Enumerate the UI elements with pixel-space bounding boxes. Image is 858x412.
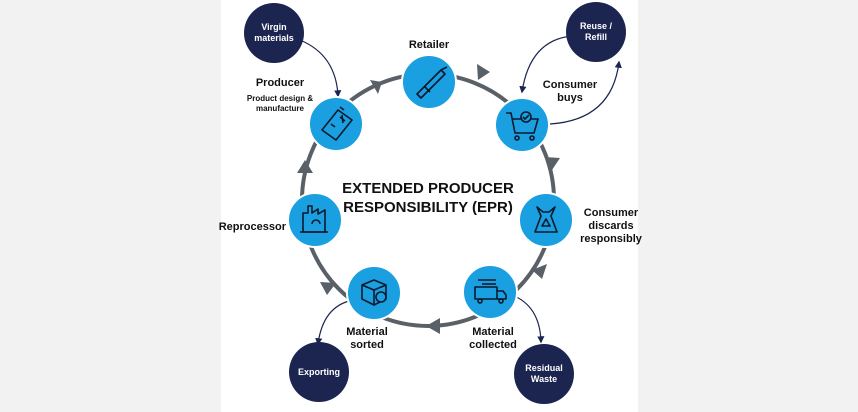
consumer-discards-line-2: discards (588, 220, 634, 232)
virgin-materials-node (244, 3, 304, 63)
label-reprocessor: Reprocessor (218, 221, 286, 233)
title-line-1: EXTENDED PRODUCER (342, 180, 514, 197)
label-producer: Producer Product design & manufacture (238, 77, 322, 114)
recycle-bag-icon (534, 206, 558, 233)
label-consumer-discards: Consumer discards responsibly (576, 207, 646, 246)
arrowhead-7 (370, 80, 382, 94)
arrowhead-2 (545, 157, 560, 170)
reuse-to-cart-arrow (519, 35, 573, 94)
virgin-to-producer-arrow (299, 39, 342, 98)
virgin-line-2: materials (254, 33, 294, 43)
reuse-line-1: Reuse / (579, 21, 612, 31)
label-retailer: Retailer (408, 39, 450, 51)
consumer-discards-line-3: responsibly (580, 233, 642, 245)
bottle-icon (416, 66, 448, 99)
label-consumer-buys: Consumer buys (540, 79, 600, 105)
diagram-title: EXTENDED PRODUCER RESPONSIBILITY (EPR) (333, 179, 523, 217)
producer-node (308, 96, 364, 152)
battery-icon (321, 106, 353, 141)
arrowhead-3 (532, 264, 547, 279)
arrowhead-6 (297, 160, 313, 173)
reuse-line-2: Refill (584, 32, 607, 42)
material-sorted-line-1: Material (346, 326, 388, 338)
consumer-buys-line-2: buys (557, 92, 583, 104)
title-line-2: RESPONSIBILITY (EPR) (343, 199, 513, 216)
producer-sub-line-2: manufacture (255, 104, 304, 113)
cycle-arrowheads (297, 64, 560, 334)
arrowhead-5 (320, 282, 336, 295)
reuse-refill-node (566, 2, 626, 62)
factory-icon (300, 205, 328, 233)
consumer-buys-line-1: Consumer (542, 79, 598, 91)
label-material-collected: Material collected (463, 326, 523, 352)
exporting-label: Exporting (298, 367, 340, 377)
arrowhead-1 (477, 64, 490, 80)
material-sorted-line-2: sorted (350, 339, 384, 351)
producer-line: Producer (255, 77, 305, 89)
exporting-node (289, 342, 349, 402)
material-collected-line-2: collected (469, 339, 517, 351)
cart-icon (506, 111, 539, 141)
box-recycle-icon (361, 279, 387, 306)
truck-icon (474, 279, 507, 304)
virgin-materials-label: Virgin materials (244, 22, 304, 44)
residual-waste-node (514, 344, 574, 404)
arrowhead-4 (426, 318, 440, 334)
reuse-refill-label: Reuse / Refill (566, 21, 626, 43)
residual-waste-label: Residual Waste (514, 363, 574, 385)
cart-to-reuse-arrow (549, 60, 622, 125)
residual-line-2: Waste (530, 374, 558, 384)
consumer-discards-line-1: Consumer (583, 207, 639, 219)
virgin-line-1: Virgin (261, 22, 287, 32)
material-collected-line-1: Material (472, 326, 514, 338)
residual-line-1: Residual (525, 363, 563, 373)
material-collected-node (462, 264, 518, 320)
consumer-buys-node (494, 97, 550, 153)
label-material-sorted: Material sorted (337, 326, 397, 352)
producer-sub-line-1: Product design & (246, 94, 314, 103)
